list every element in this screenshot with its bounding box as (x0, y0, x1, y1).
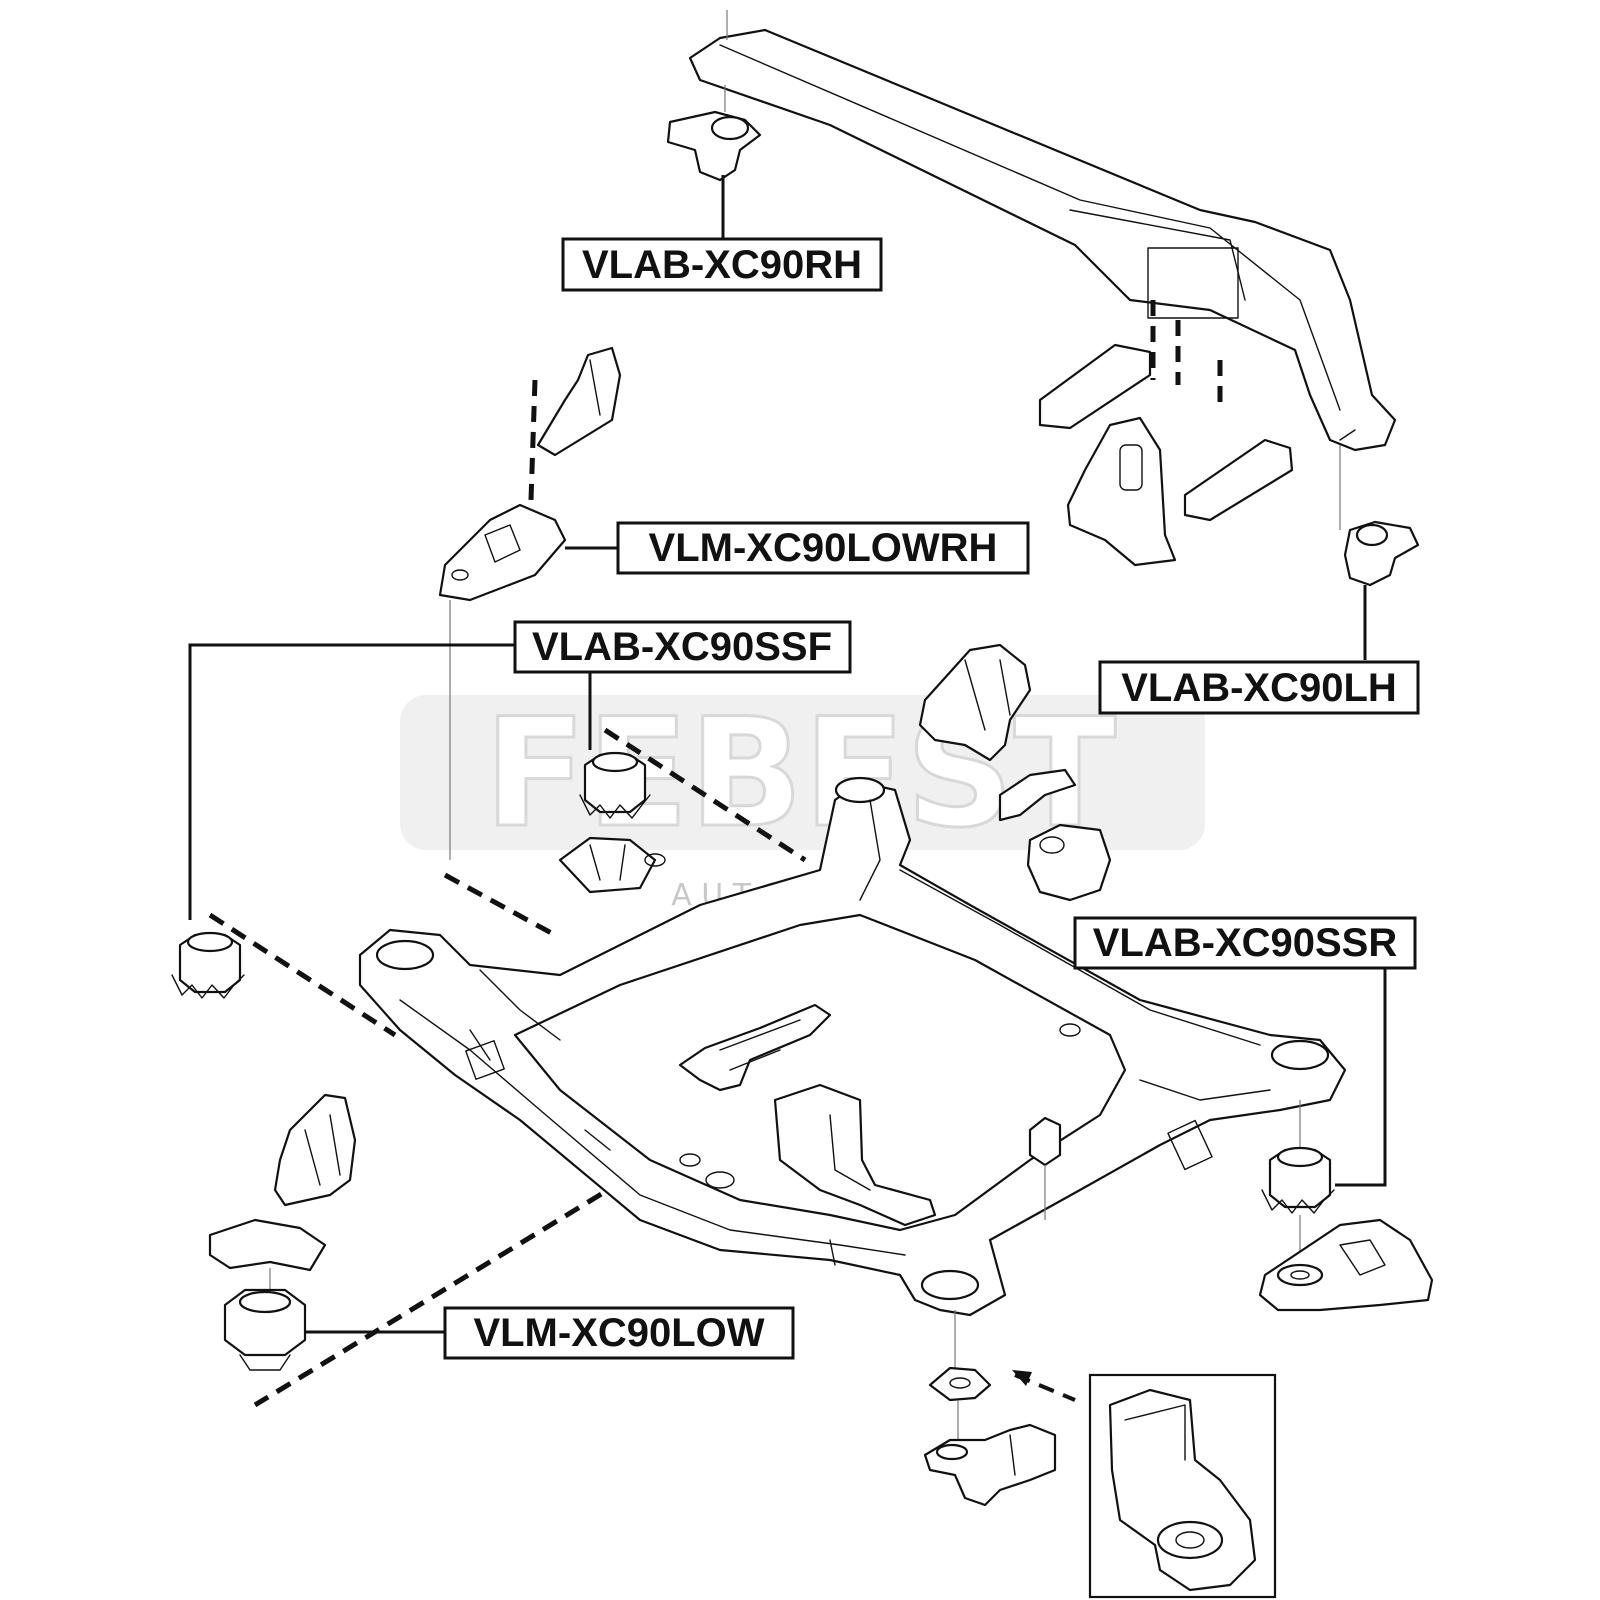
vlab-xc90ssf-bushing-front (558, 751, 657, 894)
label-vlab-xc90rh: VLAB-XC90RH (561, 237, 883, 292)
label-box-vlm-xc90lowrh (616, 521, 1030, 575)
label-box-vlab-xc90ssf (513, 620, 852, 674)
label-leaders (188, 175, 1387, 1334)
upper-right-mount (918, 643, 1112, 902)
label-text-vlab-xc90lh: VLAB-XC90LH (1121, 666, 1397, 710)
vlab-xc90rh-bushing (666, 85, 762, 182)
label-vlab-xc90ssr: VLAB-XC90SSR (1073, 916, 1417, 970)
inset-arrow (1012, 1370, 1076, 1402)
label-box-vlab-xc90lh (1098, 660, 1420, 715)
label-text-vlab-xc90ssr: VLAB-XC90SSR (1093, 921, 1398, 965)
label-vlm-xc90low: VLM-XC90LOW (443, 1306, 795, 1360)
beam-dash-lines (1150, 300, 1223, 410)
front-subframe (358, 776, 1347, 1317)
vlab-xc90ssr-bushing (1258, 1100, 1434, 1312)
label-text-vlab-xc90ssf: VLAB-XC90SSF (532, 625, 832, 669)
vlab-xc90lh-bushing (1343, 520, 1420, 587)
vlm-xc90low-mount (208, 1093, 357, 1371)
vlab-xc90ssf-bushing-side (171, 931, 245, 999)
beam-brackets (1038, 343, 1294, 567)
label-box-vlm-xc90low (443, 1306, 795, 1360)
label-box-vlab-xc90ssr (1073, 916, 1417, 970)
label-text-vlm-xc90low: VLM-XC90LOW (473, 1311, 764, 1355)
detail-inset (1088, 1373, 1277, 1599)
watermark-brand: FEBEST (484, 687, 1116, 861)
bottom-center-mount (923, 1310, 1057, 1507)
label-text-vlm-xc90lowrh: VLM-XC90LOWRH (649, 526, 998, 570)
label-text-vlab-xc90rh: VLAB-XC90RH (582, 243, 862, 287)
label-vlab-xc90lh: VLAB-XC90LH (1098, 660, 1420, 715)
label-vlm-xc90lowrh: VLM-XC90LOWRH (616, 521, 1030, 575)
label-vlab-xc90ssf: VLAB-XC90SSF (513, 620, 852, 674)
upper-crossmember (688, 10, 1397, 530)
steering-gear-assembly (678, 1003, 1062, 1227)
label-box-vlab-xc90rh (561, 237, 883, 292)
vlm-xc90lowrh-mount (438, 346, 622, 860)
